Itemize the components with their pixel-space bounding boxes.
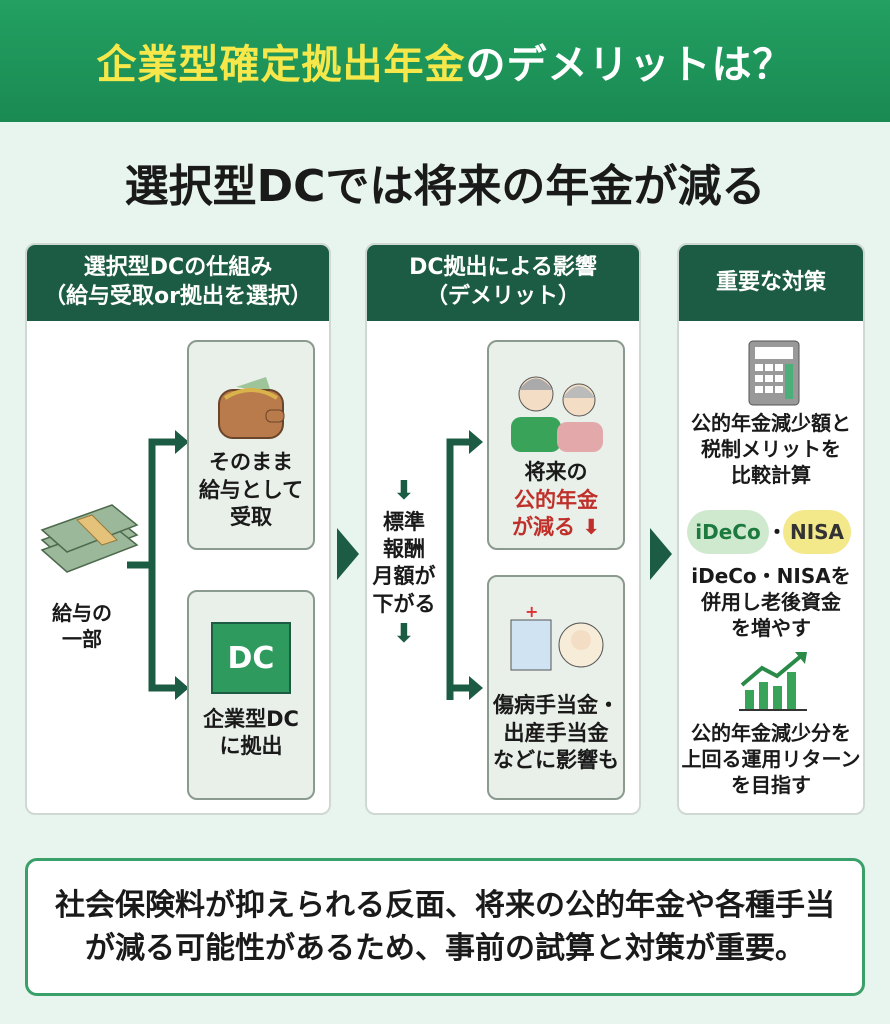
- ideco-badge: iDeCo: [687, 510, 769, 554]
- arrow-down-red-icon: ⬇: [575, 514, 600, 539]
- dc-box-icon: DC: [211, 622, 291, 694]
- title-rest: のデメリットは？: [465, 42, 794, 88]
- summary-box: 社会保険料が抑えられる反面、将来の公的年金や各種手当が減る可能性があるため、事前…: [25, 858, 865, 996]
- card-pension-decrease: 将来の公的年金が減る ⬇: [487, 340, 625, 550]
- card-receive-salary: そのまま給与として受取: [187, 340, 315, 550]
- countermeasure-ideco-nisa: iDeCo・NISAを併用し老後資金を増やす: [691, 564, 851, 640]
- wallet-icon: [218, 377, 285, 439]
- arrow-down-icon: ⬇: [393, 476, 415, 506]
- column-countermeasures: 重要な対策 公的年金減少額と税制メリットを比較計算 iDeCo ・ NISA i…: [677, 243, 865, 815]
- separator-dot: ・: [767, 520, 787, 544]
- title-highlight: 企業型確定拠出年金: [96, 42, 466, 88]
- calculator-icon: [748, 340, 800, 406]
- countermeasure-returns: 公的年金減少分を上回る運用リターンを目指す: [681, 721, 861, 797]
- svg-text:+: +: [525, 602, 538, 621]
- col1-header-sub: （給与受取or拠出を選択）: [44, 284, 312, 309]
- col2-header: DC拠出による影響: [409, 255, 597, 281]
- card-allowance-impact: + 傷病手当金・出産手当金などに影響も: [487, 575, 625, 800]
- elderly-couple-icon: [511, 376, 603, 452]
- growth-chart-icon: [739, 652, 807, 711]
- column-mechanism: 選択型DCの仕組み （給与受取or拠出を選択） 給与の一部 そのまま給与として受取…: [25, 243, 331, 815]
- summary-line: 社会保険料が抑えられる反面、将来の公的年金や各種手当: [55, 887, 835, 923]
- nisa-badge: NISA: [783, 510, 851, 554]
- branch-arrows: [446, 430, 483, 700]
- branch-arrows: [127, 430, 189, 700]
- source-label: 給与の一部: [52, 601, 112, 651]
- chevron-right-icon: [650, 528, 672, 580]
- summary-line: が減る可能性があるため、事前の試算と対策が重要。: [85, 931, 805, 966]
- arrow-down-icon: ⬇: [393, 618, 415, 649]
- col2-header-sub: （デメリット）: [425, 284, 580, 309]
- subtitle: 選択型DCでは将来の年金が減る: [124, 161, 766, 212]
- chevron-right-icon: [337, 528, 359, 580]
- countermeasure-calc: 公的年金減少額と税制メリットを比較計算: [691, 411, 851, 487]
- hospital-baby-icon: +: [510, 602, 604, 671]
- money-stack-icon: [40, 504, 139, 573]
- column-impact: DC拠出による影響 （デメリット） ⬇ 標準報酬月額が下がる ⬇ 将来の公的年金が…: [365, 243, 641, 815]
- col1-header: 選択型DCの仕組み: [83, 255, 273, 281]
- col3-header: 重要な対策: [715, 269, 826, 295]
- middle-label: ⬇ 標準報酬月額が下がる ⬇: [369, 475, 439, 652]
- title-banner: 企業型確定拠出年金のデメリットは？: [0, 0, 890, 122]
